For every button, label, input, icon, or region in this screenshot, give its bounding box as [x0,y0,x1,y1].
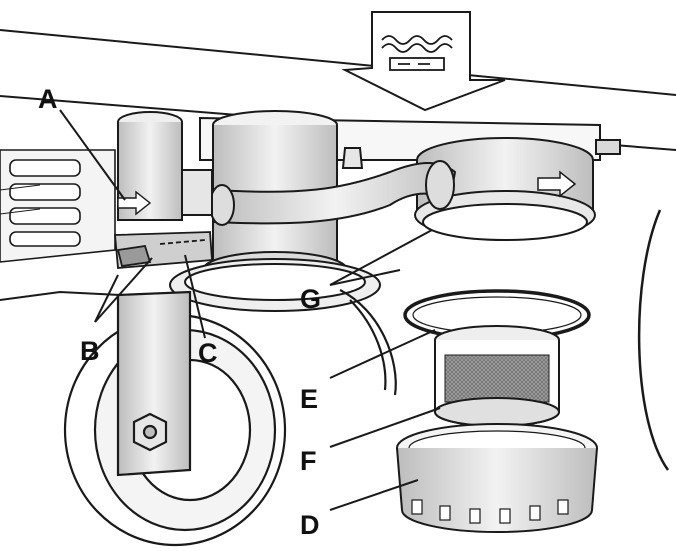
label-c: C [198,338,218,368]
filter-insert [434,325,560,427]
flow-arrow-icon [117,190,152,216]
label-d: D [300,510,320,540]
leader-lines [59,109,441,511]
label-g: G [300,284,322,314]
water-drain-icon [381,35,453,71]
label-e: E [300,384,319,414]
drain-hose [209,147,457,226]
clip-bracket [114,231,213,269]
drain-arrow-group [341,11,506,112]
caster-wheel [63,289,397,547]
label-b: B [80,336,100,366]
flow-arrow-icon [537,170,577,198]
pipe-elbow [117,111,213,221]
label-f: F [300,446,317,476]
filter-cap [396,423,598,533]
label-a: A [38,84,58,114]
vent-grille [0,149,116,263]
